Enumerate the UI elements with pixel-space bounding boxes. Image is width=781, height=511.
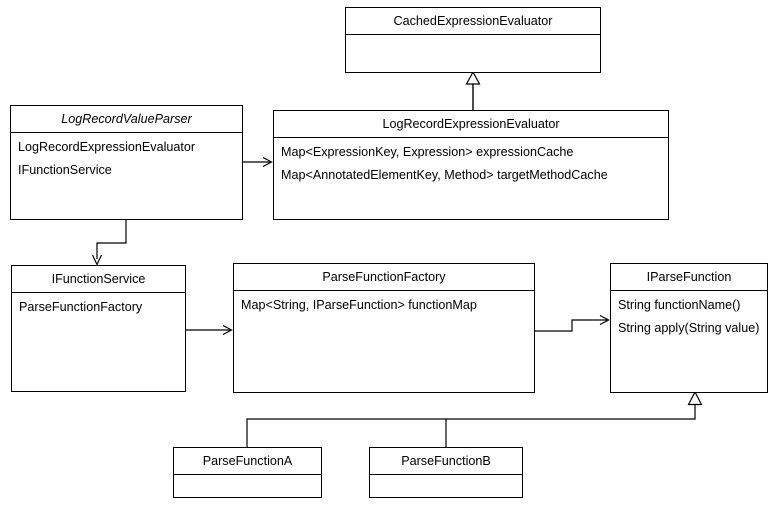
- connector-association-ifunction-service-to-factory: [186, 324, 233, 336]
- class-attribute: Map<AnnotatedElementKey, Method> targetM…: [281, 168, 608, 182]
- class-attribute: String functionName(): [618, 298, 741, 312]
- class-box-parse-function-factory[interactable]: ParseFunctionFactory Map<String, IParseF…: [233, 263, 535, 393]
- class-attribute: ParseFunctionFactory: [19, 300, 143, 314]
- connector-association-factory-to-iparse-function: [535, 314, 610, 332]
- class-box-parse-function-a[interactable]: ParseFunctionA: [173, 447, 322, 498]
- connector-association-parser-to-ifunction-service: [91, 220, 127, 266]
- class-name-parse-function-a: ParseFunctionA: [174, 448, 321, 475]
- class-attribute: String apply(String value): [618, 321, 760, 335]
- class-attributes-cached-expression-evaluator: [346, 35, 600, 72]
- class-name-parse-function-b: ParseFunctionB: [370, 448, 522, 475]
- class-name-log-record-value-parser: LogRecordValueParser: [11, 106, 242, 133]
- class-attributes-parse-function-b: [370, 475, 522, 497]
- class-attributes-ifunction-service: ParseFunctionFactory: [12, 293, 185, 391]
- class-box-ifunction-service[interactable]: IFunctionService ParseFunctionFactory: [11, 265, 186, 392]
- class-name-ifunction-service: IFunctionService: [12, 266, 185, 293]
- class-name-log-record-expression-evaluator: LogRecordExpressionEvaluator: [274, 111, 668, 138]
- class-attributes-iparse-function: String functionName() String apply(Strin…: [611, 291, 767, 392]
- class-attribute: IFunctionService: [18, 163, 112, 177]
- class-attributes-parse-function-a: [174, 475, 321, 497]
- class-name-cached-expression-evaluator: CachedExpressionEvaluator: [346, 8, 600, 35]
- class-box-parse-function-b[interactable]: ParseFunctionB: [369, 447, 523, 498]
- class-box-cached-expression-evaluator[interactable]: CachedExpressionEvaluator: [345, 7, 601, 73]
- class-attribute: Map<ExpressionKey, Expression> expressio…: [281, 145, 574, 159]
- class-name-parse-function-factory: ParseFunctionFactory: [234, 264, 534, 291]
- class-attribute: Map<String, IParseFunction> functionMap: [241, 298, 477, 312]
- class-box-iparse-function[interactable]: IParseFunction String functionName() Str…: [610, 263, 768, 393]
- connector-generalization-evaluator-to-cached: [465, 70, 481, 110]
- class-attributes-parse-function-factory: Map<String, IParseFunction> functionMap: [234, 291, 534, 392]
- connector-association-parser-to-evaluator: [243, 156, 273, 168]
- class-attributes-log-record-expression-evaluator: Map<ExpressionKey, Expression> expressio…: [274, 138, 668, 219]
- class-box-log-record-expression-evaluator[interactable]: LogRecordExpressionEvaluator Map<Express…: [273, 110, 669, 220]
- class-attribute: LogRecordExpressionEvaluator: [18, 140, 196, 154]
- class-attributes-log-record-value-parser: LogRecordExpressionEvaluator IFunctionSe…: [11, 133, 242, 219]
- connector-generalization-tree-to-iparse-function: [246, 390, 703, 447]
- class-name-iparse-function: IParseFunction: [611, 264, 767, 291]
- class-box-log-record-value-parser[interactable]: LogRecordValueParser LogRecordExpression…: [10, 105, 243, 220]
